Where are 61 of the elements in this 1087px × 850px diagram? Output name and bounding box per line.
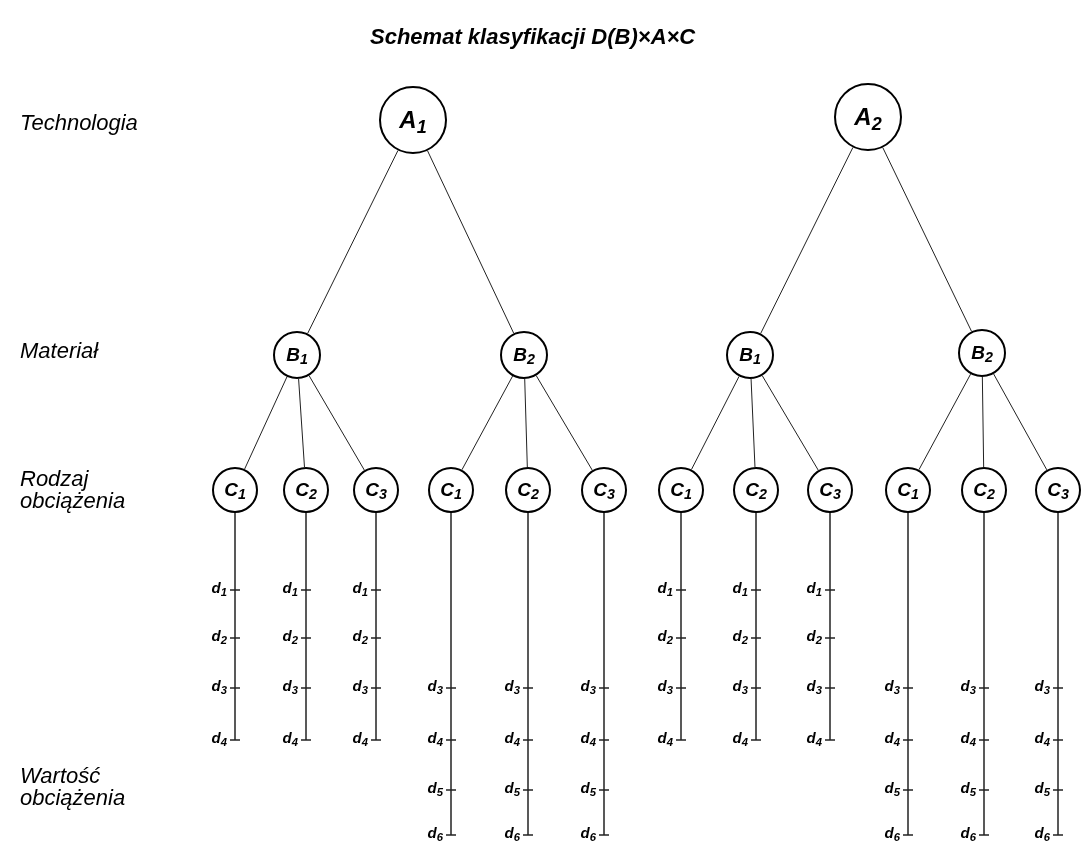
value-label: d$_{3}$ [1033, 678, 1050, 693]
level-label: Wartość obciążenia [20, 765, 127, 809]
value-label: d$_{3}$ [503, 678, 520, 693]
level-label: Materiał [20, 340, 100, 362]
value-label: d$_{4}$ [805, 730, 822, 745]
value-label: d$_{3}$ [426, 678, 443, 693]
value-label: d$_{4}$ [883, 730, 900, 745]
value-label: d$_{2}$ [281, 628, 298, 643]
value-label: d$_{5}$ [1033, 780, 1050, 795]
value-label: d$_{1}$ [731, 580, 748, 595]
value-label: d$_{3}$ [731, 678, 748, 693]
value-label: d$_{4}$ [503, 730, 520, 745]
value-label: d$_{1}$ [210, 580, 227, 595]
value-label: d$_{6}$ [1033, 825, 1050, 840]
value-label: d$_{6}$ [959, 825, 976, 840]
value-label: d$_{3}$ [959, 678, 976, 693]
connector-line [760, 146, 854, 334]
value-label: d$_{2}$ [656, 628, 673, 643]
value-label: d$_{4}$ [579, 730, 596, 745]
value-label: d$_{3}$ [579, 678, 596, 693]
value-label: d$_{5}$ [579, 780, 596, 795]
value-label: d$_{4}$ [426, 730, 443, 745]
value-label: d$_{3}$ [883, 678, 900, 693]
value-label: d$_{4}$ [351, 730, 368, 745]
value-label: d$_{2}$ [731, 628, 748, 643]
value-label: d$_{6}$ [579, 825, 596, 840]
value-label: d$_{4}$ [731, 730, 748, 745]
value-label: d$_{6}$ [883, 825, 900, 840]
value-label: d$_{6}$ [426, 825, 443, 840]
value-label: d$_{6}$ [503, 825, 520, 840]
value-label: d$_{2}$ [805, 628, 822, 643]
connector-line [524, 378, 528, 468]
connector-line [307, 150, 399, 334]
value-label: d$_{1}$ [351, 580, 368, 595]
value-label: d$_{4}$ [281, 730, 298, 745]
value-label: d$_{1}$ [656, 580, 673, 595]
title: Schemat klasyfikacji D(B)×A×C [370, 23, 696, 51]
value-label: d$_{3}$ [281, 678, 298, 693]
value-label: d$_{1}$ [281, 580, 298, 595]
value-label: d$_{2}$ [351, 628, 368, 643]
value-label: d$_{4}$ [1033, 730, 1050, 745]
value-label: d$_{3}$ [805, 678, 822, 693]
value-label: d$_{4}$ [656, 730, 673, 745]
connector-line [427, 150, 515, 334]
connector-line [750, 378, 756, 468]
connector-line [882, 147, 973, 332]
value-label: d$_{4}$ [959, 730, 976, 745]
level-label: Rodzaj obciążenia [20, 468, 127, 512]
connector-line [298, 378, 305, 468]
value-label: d$_{1}$ [805, 580, 822, 595]
value-label: d$_{2}$ [210, 628, 227, 643]
connector-line [981, 376, 985, 468]
value-label: d$_{5}$ [959, 780, 976, 795]
level-label: Technologia [20, 112, 139, 134]
value-label: d$_{5}$ [503, 780, 520, 795]
value-label: d$_{3}$ [351, 678, 368, 693]
value-label: d$_{5}$ [426, 780, 443, 795]
value-label: d$_{5}$ [883, 780, 900, 795]
value-label: d$_{3}$ [210, 678, 227, 693]
value-label: d$_{3}$ [656, 678, 673, 693]
value-label: d$_{4}$ [210, 730, 227, 745]
